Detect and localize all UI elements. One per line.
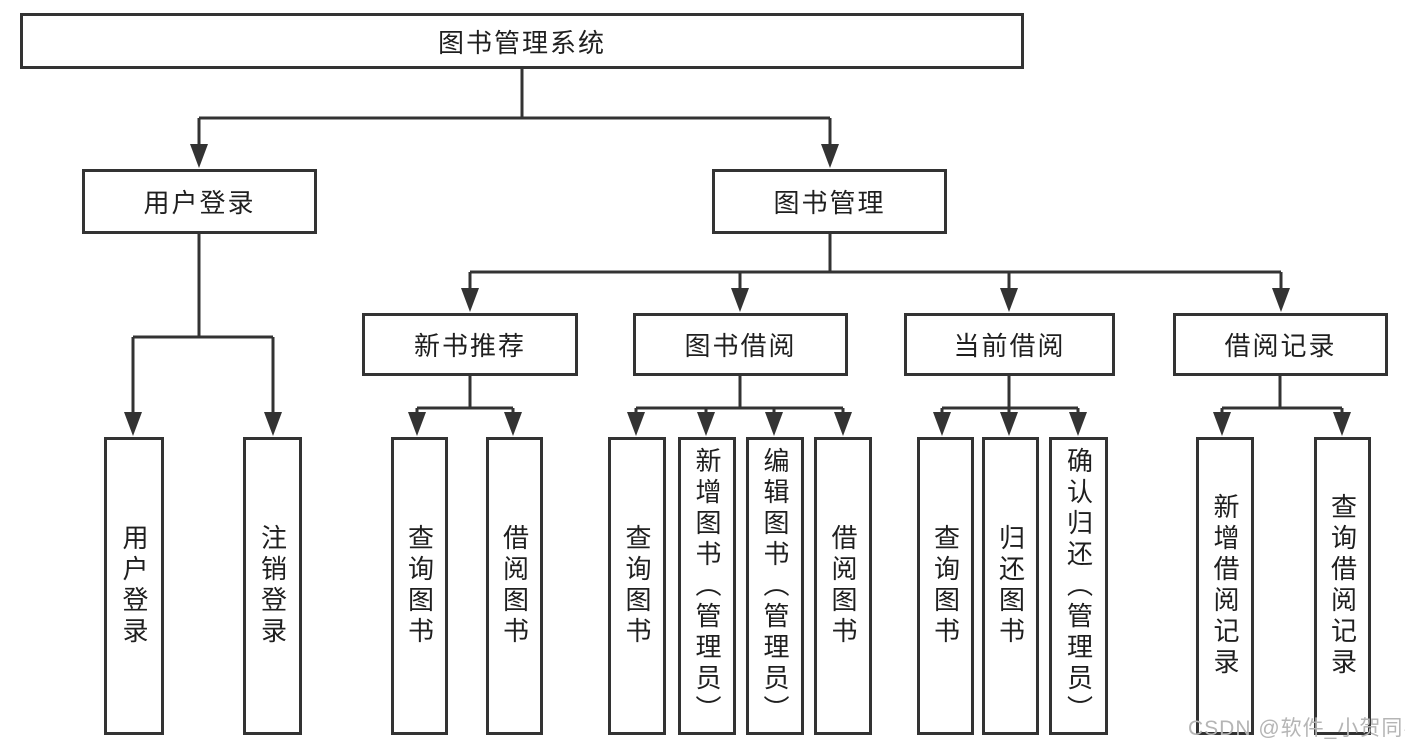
- node-user-login: 用户登录: [82, 169, 317, 234]
- node-leaf-user-login: 用户登录: [104, 437, 164, 735]
- node-leaf-nbr-query-books: 查询图书: [391, 437, 448, 735]
- node-leaf-cb-confirm-return-admin: 确认归还（管理员）: [1049, 437, 1108, 735]
- node-leaf-cb-confirm-return-admin-label: 确认归还（管理员）: [1063, 446, 1094, 726]
- node-leaf-bb-query-books: 查询图书: [608, 437, 666, 735]
- node-leaf-bb-edit-books-admin-label: 编辑图书（管理员）: [760, 446, 790, 726]
- node-leaf-cb-query-books: 查询图书: [917, 437, 974, 735]
- node-leaf-user-login-label: 用户登录: [119, 524, 149, 648]
- node-book-borrowing-label: 图书借阅: [684, 331, 797, 361]
- node-user-login-label: 用户登录: [143, 188, 256, 218]
- node-book-borrowing: 图书借阅: [633, 313, 848, 376]
- csdn-watermark: CSDN @软件_小贺同学: [1188, 717, 1405, 740]
- node-leaf-br-query-record: 查询借阅记录: [1314, 437, 1371, 735]
- node-leaf-nbr-query-books-label: 查询图书: [404, 524, 435, 648]
- node-root: 图书管理系统: [20, 13, 1024, 69]
- node-borrowing-records-label: 借阅记录: [1224, 331, 1337, 361]
- node-leaf-cb-return-books: 归还图书: [982, 437, 1039, 735]
- node-leaf-bb-borrow-books: 借阅图书: [814, 437, 872, 735]
- node-leaf-cb-return-books-label: 归还图书: [995, 524, 1026, 648]
- node-leaf-bb-add-books-admin: 新增图书（管理员）: [678, 437, 736, 735]
- node-leaf-nbr-borrow-books-label: 借阅图书: [499, 524, 530, 648]
- node-leaf-logout: 注销登录: [243, 437, 302, 735]
- node-leaf-bb-add-books-admin-label: 新增图书（管理员）: [692, 446, 722, 726]
- node-leaf-logout-label: 注销登录: [257, 524, 288, 648]
- node-leaf-nbr-borrow-books: 借阅图书: [486, 437, 543, 735]
- node-book-management-label: 图书管理: [773, 188, 886, 218]
- arrowheads: [124, 144, 1351, 436]
- node-leaf-cb-query-books-label: 查询图书: [930, 524, 961, 648]
- node-leaf-bb-query-books-label: 查询图书: [622, 524, 652, 648]
- node-leaf-br-query-record-label: 查询借阅记录: [1327, 493, 1358, 679]
- node-current-borrowing: 当前借阅: [904, 313, 1115, 376]
- node-leaf-bb-edit-books-admin: 编辑图书（管理员）: [746, 437, 804, 735]
- node-new-book-recommend: 新书推荐: [362, 313, 578, 376]
- node-current-borrowing-label: 当前借阅: [953, 331, 1066, 361]
- node-leaf-br-add-record: 新增借阅记录: [1196, 437, 1254, 735]
- node-leaf-bb-borrow-books-label: 借阅图书: [828, 524, 858, 648]
- node-new-book-recommend-label: 新书推荐: [413, 331, 526, 361]
- node-book-management: 图书管理: [712, 169, 947, 234]
- node-leaf-br-add-record-label: 新增借阅记录: [1210, 493, 1240, 679]
- node-root-label: 图书管理系统: [437, 27, 606, 58]
- node-borrowing-records: 借阅记录: [1173, 313, 1388, 376]
